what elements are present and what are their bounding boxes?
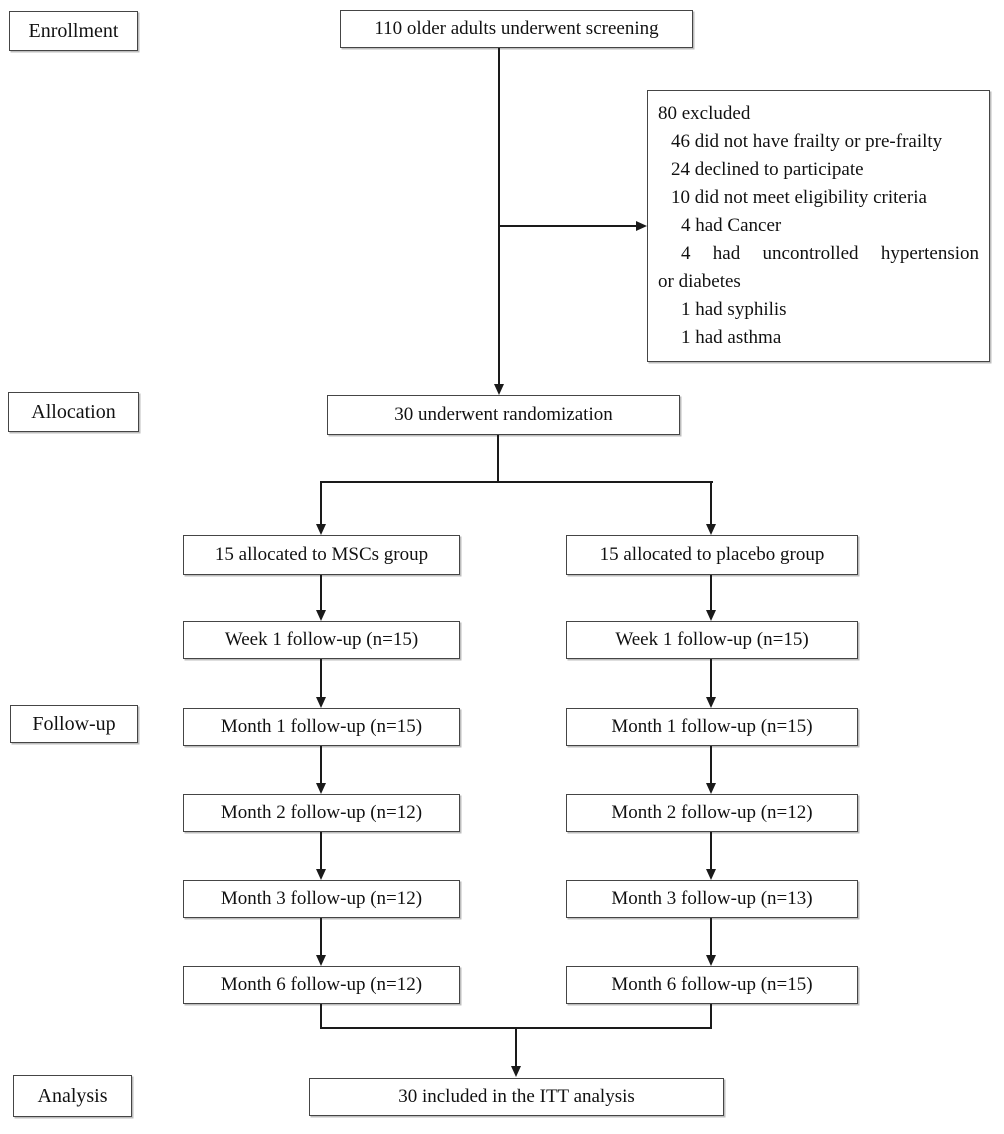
excluded-reason: 1 had asthma xyxy=(681,327,782,348)
excluded-reason: 1 had syphilis xyxy=(681,299,787,320)
arrowhead-down-icon xyxy=(706,697,716,708)
excluded-reason: 4 had uncontrolled hypertension xyxy=(681,243,979,264)
msc-month2-box: Month 2 follow-up (n=12) xyxy=(183,794,460,832)
msc-group-box: 15 allocated to MSCs group xyxy=(183,535,460,575)
excluded-reason-continuation: or diabetes xyxy=(658,271,741,292)
stage-label-followup: Follow-up xyxy=(10,705,138,743)
arrowhead-down-icon xyxy=(511,1066,521,1077)
arrowhead-down-icon xyxy=(316,783,326,794)
arrowhead-down-icon xyxy=(494,384,504,395)
connector-placebo-to-merge xyxy=(710,1004,712,1029)
screening-box: 110 older adults underwent screening xyxy=(340,10,693,48)
excluded-box: 80 excluded 46 did not have frailty or p… xyxy=(647,90,990,362)
msc-month1-box: Month 1 follow-up (n=15) xyxy=(183,708,460,746)
excluded-reason: 46 did not have frailty or pre-frailty xyxy=(671,131,943,152)
excluded-header: 80 excluded xyxy=(658,103,751,124)
connector-placebo-month2-month3 xyxy=(710,832,712,870)
connector-msc-month2-month3 xyxy=(320,832,322,870)
itt-analysis-box: 30 included in the ITT analysis xyxy=(309,1078,724,1116)
msc-month6-box: Month 6 follow-up (n=12) xyxy=(183,966,460,1004)
arrowhead-down-icon xyxy=(316,524,326,535)
msc-week1-box: Week 1 follow-up (n=15) xyxy=(183,621,460,659)
arrowhead-down-icon xyxy=(706,524,716,535)
placebo-month3-box: Month 3 follow-up (n=13) xyxy=(566,880,858,918)
connector-placebo-week1-month1 xyxy=(710,659,712,698)
connector-randomization-to-split xyxy=(497,435,499,483)
connector-screening-to-randomization xyxy=(498,48,500,386)
stage-label-analysis: Analysis xyxy=(13,1075,132,1117)
connector-split-to-placebo xyxy=(710,481,712,525)
placebo-group-box: 15 allocated to placebo group xyxy=(566,535,858,575)
msc-month3-box: Month 3 follow-up (n=12) xyxy=(183,880,460,918)
randomization-box: 30 underwent randomization xyxy=(327,395,680,435)
connector-placebo-month3-month6 xyxy=(710,918,712,956)
placebo-week1-box: Week 1 follow-up (n=15) xyxy=(566,621,858,659)
stage-label-enrollment: Enrollment xyxy=(9,11,138,51)
connector-msc-to-merge xyxy=(320,1004,322,1029)
placebo-month6-box: Month 6 follow-up (n=15) xyxy=(566,966,858,1004)
placebo-month2-box: Month 2 follow-up (n=12) xyxy=(566,794,858,832)
connector-msc-month3-month6 xyxy=(320,918,322,956)
arrowhead-down-icon xyxy=(316,697,326,708)
connector-msc-alloc-week1 xyxy=(320,575,322,611)
connector-split-to-msc xyxy=(320,481,322,525)
arrowhead-down-icon xyxy=(706,783,716,794)
connector-msc-week1-month1 xyxy=(320,659,322,698)
excluded-reason: 10 did not meet eligibility criteria xyxy=(671,187,927,208)
arrowhead-down-icon xyxy=(706,610,716,621)
connector-placebo-alloc-week1 xyxy=(710,575,712,611)
arrowhead-down-icon xyxy=(316,869,326,880)
connector-to-excluded xyxy=(499,225,639,227)
connector-split-bar xyxy=(320,481,713,483)
excluded-reason: 4 had Cancer xyxy=(681,215,782,236)
excluded-reason: 24 declined to participate xyxy=(671,159,864,180)
arrowhead-down-icon xyxy=(706,869,716,880)
arrowhead-down-icon xyxy=(316,955,326,966)
arrowhead-right-icon xyxy=(636,221,647,231)
connector-placebo-month1-month2 xyxy=(710,746,712,784)
connector-merge-to-analysis xyxy=(515,1027,517,1067)
stage-label-allocation: Allocation xyxy=(8,392,139,432)
arrowhead-down-icon xyxy=(706,955,716,966)
connector-msc-month1-month2 xyxy=(320,746,322,784)
arrowhead-down-icon xyxy=(316,610,326,621)
placebo-month1-box: Month 1 follow-up (n=15) xyxy=(566,708,858,746)
